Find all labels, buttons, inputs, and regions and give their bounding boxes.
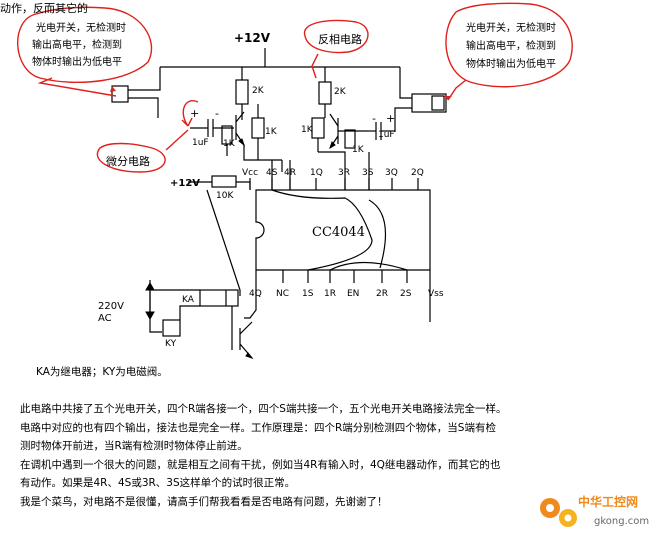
resistor-10k <box>211 175 237 188</box>
r-2k-left-label: 2K <box>252 86 265 96</box>
watermark-url: gkong.com <box>594 516 649 527</box>
left-bubble-line-2: 输出高电平，检测到 <box>32 40 122 51</box>
legend-text: KA为继电器；KY为电磁阀。 <box>36 366 168 378</box>
description-text: 此电路中共接了五个光电开关，四个R端各接一个，四个S端共接一个，五个光电开关电路… <box>20 400 580 512</box>
cap-left-label: 1uF <box>192 138 209 148</box>
pin-2r: 2R <box>376 289 388 299</box>
differentiator-bubble <box>96 142 166 173</box>
pin-3r: 3R <box>338 168 350 178</box>
left-bubble-line-3: 物体时输出为低电平 <box>32 57 122 68</box>
r-1k-right-label: 1K <box>301 125 314 135</box>
pin-4s: 4S <box>266 168 278 178</box>
watermark-brand: 中华工控网 <box>578 494 638 509</box>
top-left-fragment: 动作，反而其它的 <box>0 2 88 15</box>
plus-left: + <box>190 107 199 120</box>
pin-nc: NC <box>276 289 289 299</box>
pin-4q: 4Q <box>249 289 262 299</box>
pin-4r: 4R <box>284 168 296 178</box>
inverter-bubble <box>303 19 369 54</box>
ic-name: CC4044 <box>312 225 365 240</box>
right-bubble-line-1: 光电开关，无检测时 <box>466 23 556 34</box>
paragraph-line: 在调机中遇到一个很大的问题，就是相互之间有干扰，例如当4R有输入时，4Q继电器动… <box>20 458 501 471</box>
r-1k-left-label: 1K <box>265 127 278 137</box>
resistor-1k-right <box>311 117 325 139</box>
r-2k-right-label: 2K <box>334 87 347 97</box>
photo-switch-left <box>111 85 129 103</box>
ac-label: AC <box>98 313 112 324</box>
paragraph-line: 有动作。如果是4R、4S或3R、3S这样单个的试时很正常。 <box>20 477 296 490</box>
resistor-2k-right <box>318 81 332 105</box>
r-1k-base-right-label: 1K <box>352 145 365 155</box>
ac-voltage-label: 220V <box>98 301 124 312</box>
left-annotation-bubble <box>17 6 153 84</box>
right-bubble-line-3: 物体时输出为低电平 <box>466 59 556 70</box>
paragraph-line: 我是个菜鸟，对电路不是很懂，请高手们帮我看看是否电路有问题，先谢谢了！ <box>20 495 388 508</box>
valve-ky <box>162 319 181 337</box>
vcc-left-label: +12V <box>170 178 200 189</box>
cap-right-label: 1uF <box>378 130 395 140</box>
inverter-label: 反相电路 <box>318 33 362 46</box>
right-bubble-line-2: 输出高电平，检测到 <box>466 41 556 52</box>
relay-ka <box>199 289 239 307</box>
pin-3s: 3S <box>362 168 374 178</box>
pin-vcc: Vcc <box>242 168 258 178</box>
resistor-1k-base-right <box>344 129 356 149</box>
vcc-top-label: +12V <box>234 31 271 45</box>
pin-2s: 2S <box>400 289 412 299</box>
paragraph-line: 此电路中共接了五个光电开关，四个R端各接一个，四个S端共接一个，五个光电开关电路… <box>20 403 507 415</box>
pin-1q: 1Q <box>310 168 323 178</box>
minus-right: - <box>372 112 376 125</box>
gear-logo-icon <box>540 498 577 527</box>
paragraph-line: 电路中对应的也有四个输出，接法也是完全一样。工作原理是：四个R端分别检测四个物体… <box>20 421 496 434</box>
pin-en: EN <box>347 289 359 299</box>
valve-label: KY <box>165 339 177 349</box>
paragraph-line: 测时物体开前进，当R端有检测时物体停止前进。 <box>20 440 248 453</box>
relay-label: KA <box>182 295 195 305</box>
pin-2q: 2Q <box>411 168 424 178</box>
r-1k-base-left-label: 1K <box>223 139 236 149</box>
right-annotation-bubble <box>445 2 573 88</box>
left-bubble-line-1: 光电开关，无检测时 <box>36 23 126 34</box>
resistor-1k-left <box>251 117 265 139</box>
differentiator-label: 微分电路 <box>106 154 150 168</box>
gkong-watermark: 中华工控网 gkong.com <box>540 494 649 527</box>
plus-right: + <box>386 112 395 125</box>
pin-3q: 3Q <box>385 168 398 178</box>
minus-left: - <box>215 107 219 120</box>
photo-switch-right <box>411 93 447 113</box>
pin-1r: 1R <box>324 289 336 299</box>
r-10k-label: 10K <box>216 191 234 201</box>
pin-1s: 1S <box>302 289 314 299</box>
resistor-2k-left <box>235 79 249 105</box>
pin-vss: Vss <box>428 289 444 299</box>
